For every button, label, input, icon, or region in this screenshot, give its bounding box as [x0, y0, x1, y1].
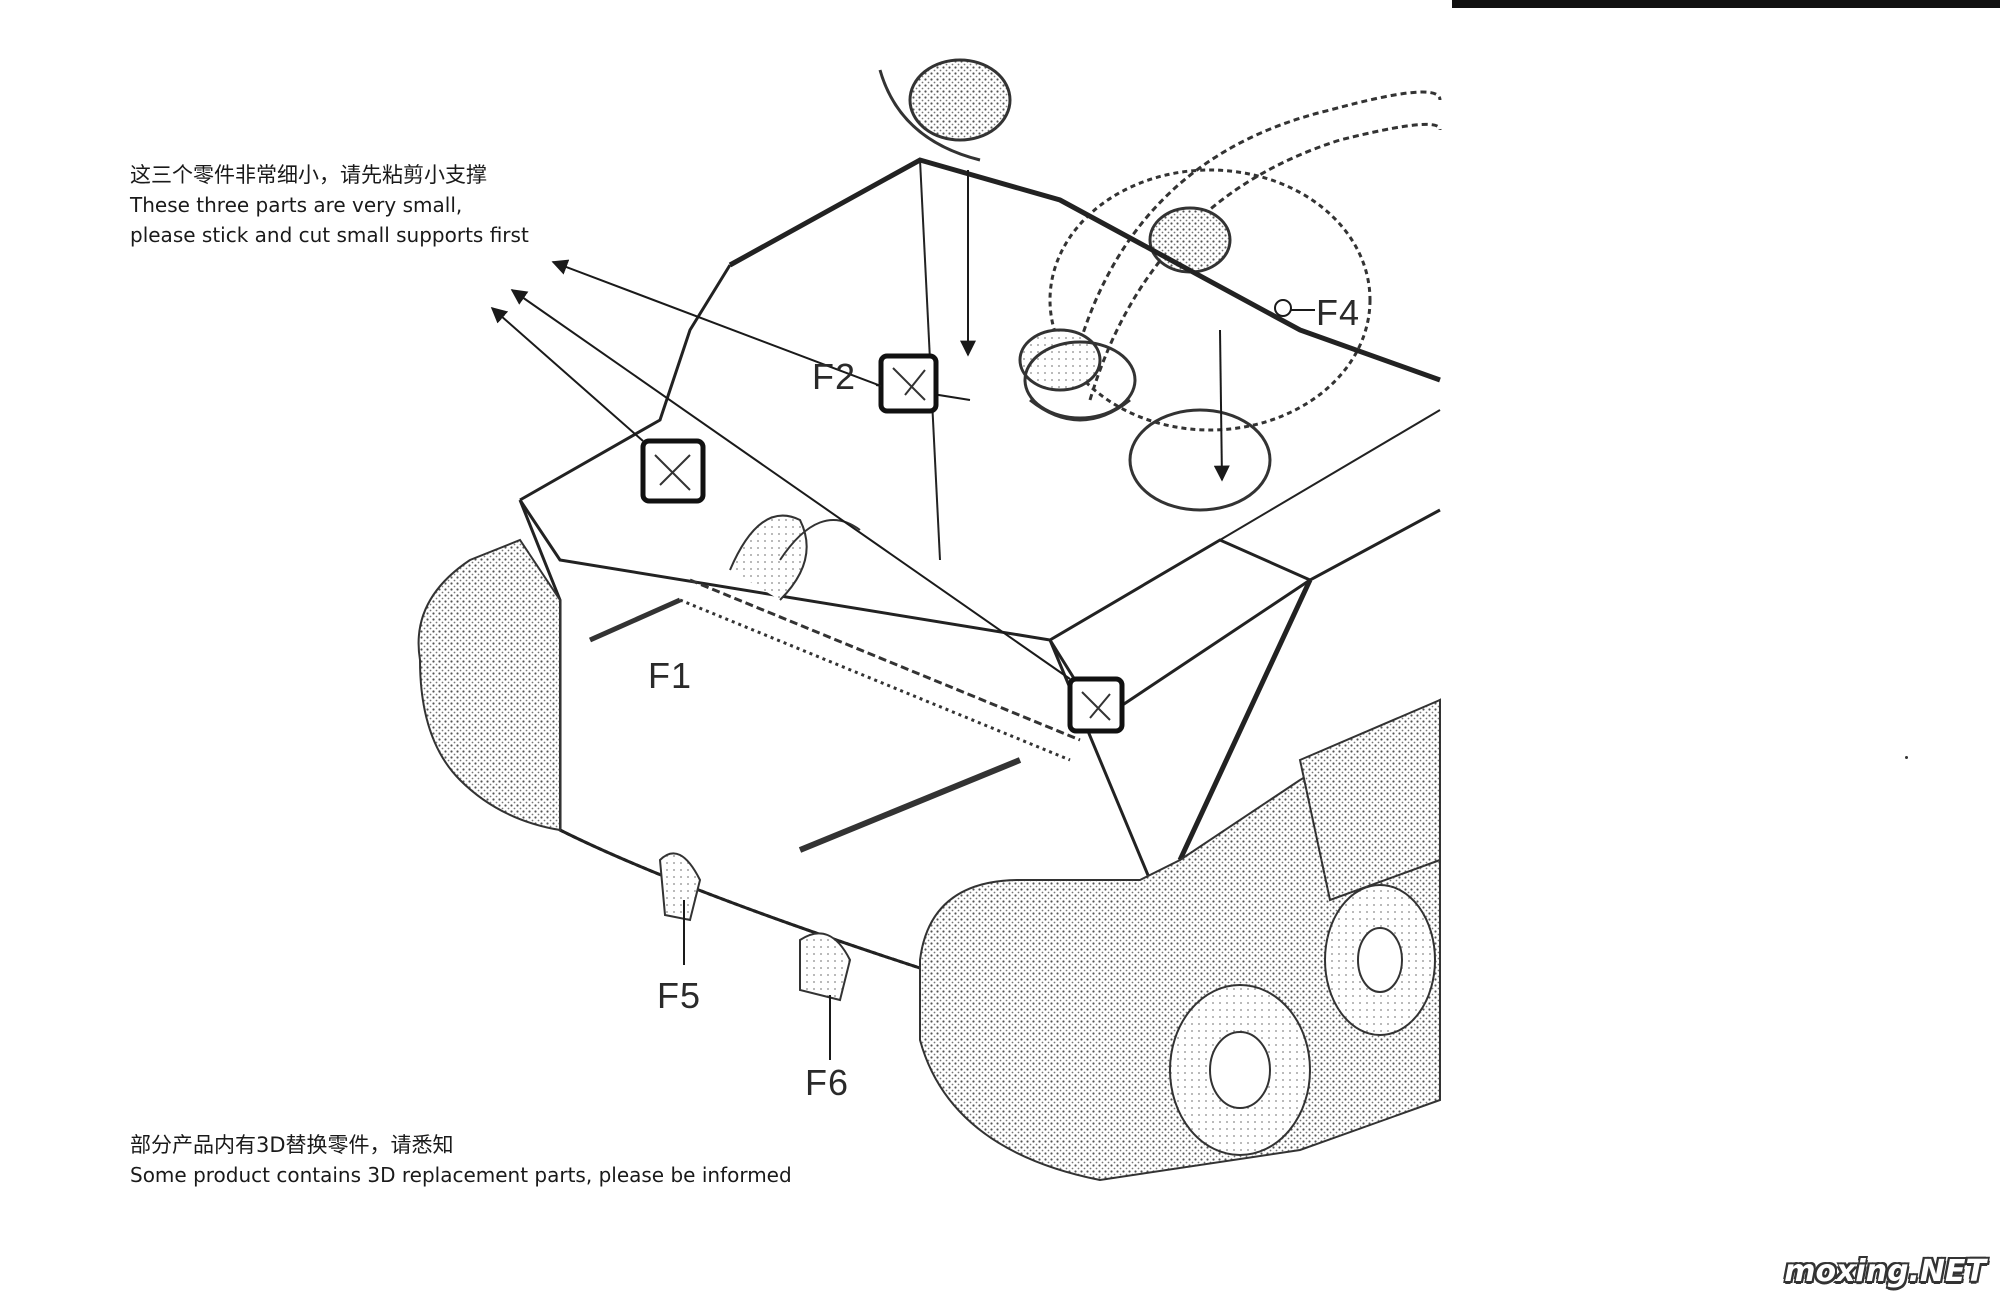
speck	[1905, 756, 1908, 759]
site-watermark: moxing.NET	[1784, 1254, 1986, 1289]
right-running-gear	[919, 698, 1441, 1182]
top-edge-bar	[1452, 0, 2000, 8]
part-label-f5: F5	[657, 975, 702, 1016]
replacement-parts-note: 部分产品内有3D替换零件，请悉知 Some product contains 3…	[130, 1130, 792, 1190]
arrow-from-right-callout	[510, 289, 1071, 680]
small-parts-note-en-2: please stick and cut small supports firs…	[130, 223, 529, 247]
arrow-from-left-callout	[490, 306, 644, 442]
part-label-f4: F4	[1316, 292, 1361, 333]
arrow-from-mid-callout	[551, 259, 882, 387]
small-parts-note: 这三个零件非常细小，请先粘剪小支撑 These three parts are …	[130, 160, 529, 250]
f4-ring	[1274, 299, 1292, 317]
part-f1-fixture	[729, 514, 861, 601]
part-label-f2: F2	[812, 356, 857, 397]
part-label-f1: F1	[648, 655, 693, 696]
hull-deck	[518, 157, 1441, 862]
replacement-parts-note-cn: 部分产品内有3D替换零件，请悉知	[130, 1133, 454, 1157]
part-label-f6: F6	[805, 1062, 850, 1103]
side-rail	[588, 578, 1081, 853]
left-track	[417, 538, 561, 832]
part-f5-fixture	[658, 852, 702, 922]
replacement-parts-note-en: Some product contains 3D replacement par…	[130, 1163, 792, 1187]
small-parts-note-en-1: These three parts are very small,	[130, 193, 463, 217]
callout-parts	[654, 367, 1111, 721]
small-parts-note-cn: 这三个零件非常细小，请先粘剪小支撑	[130, 163, 487, 187]
part-f6-fixture	[799, 932, 852, 1002]
turret-ring	[878, 58, 1442, 512]
engine-hatches	[1023, 340, 1137, 422]
f4-leader	[1213, 329, 1230, 482]
